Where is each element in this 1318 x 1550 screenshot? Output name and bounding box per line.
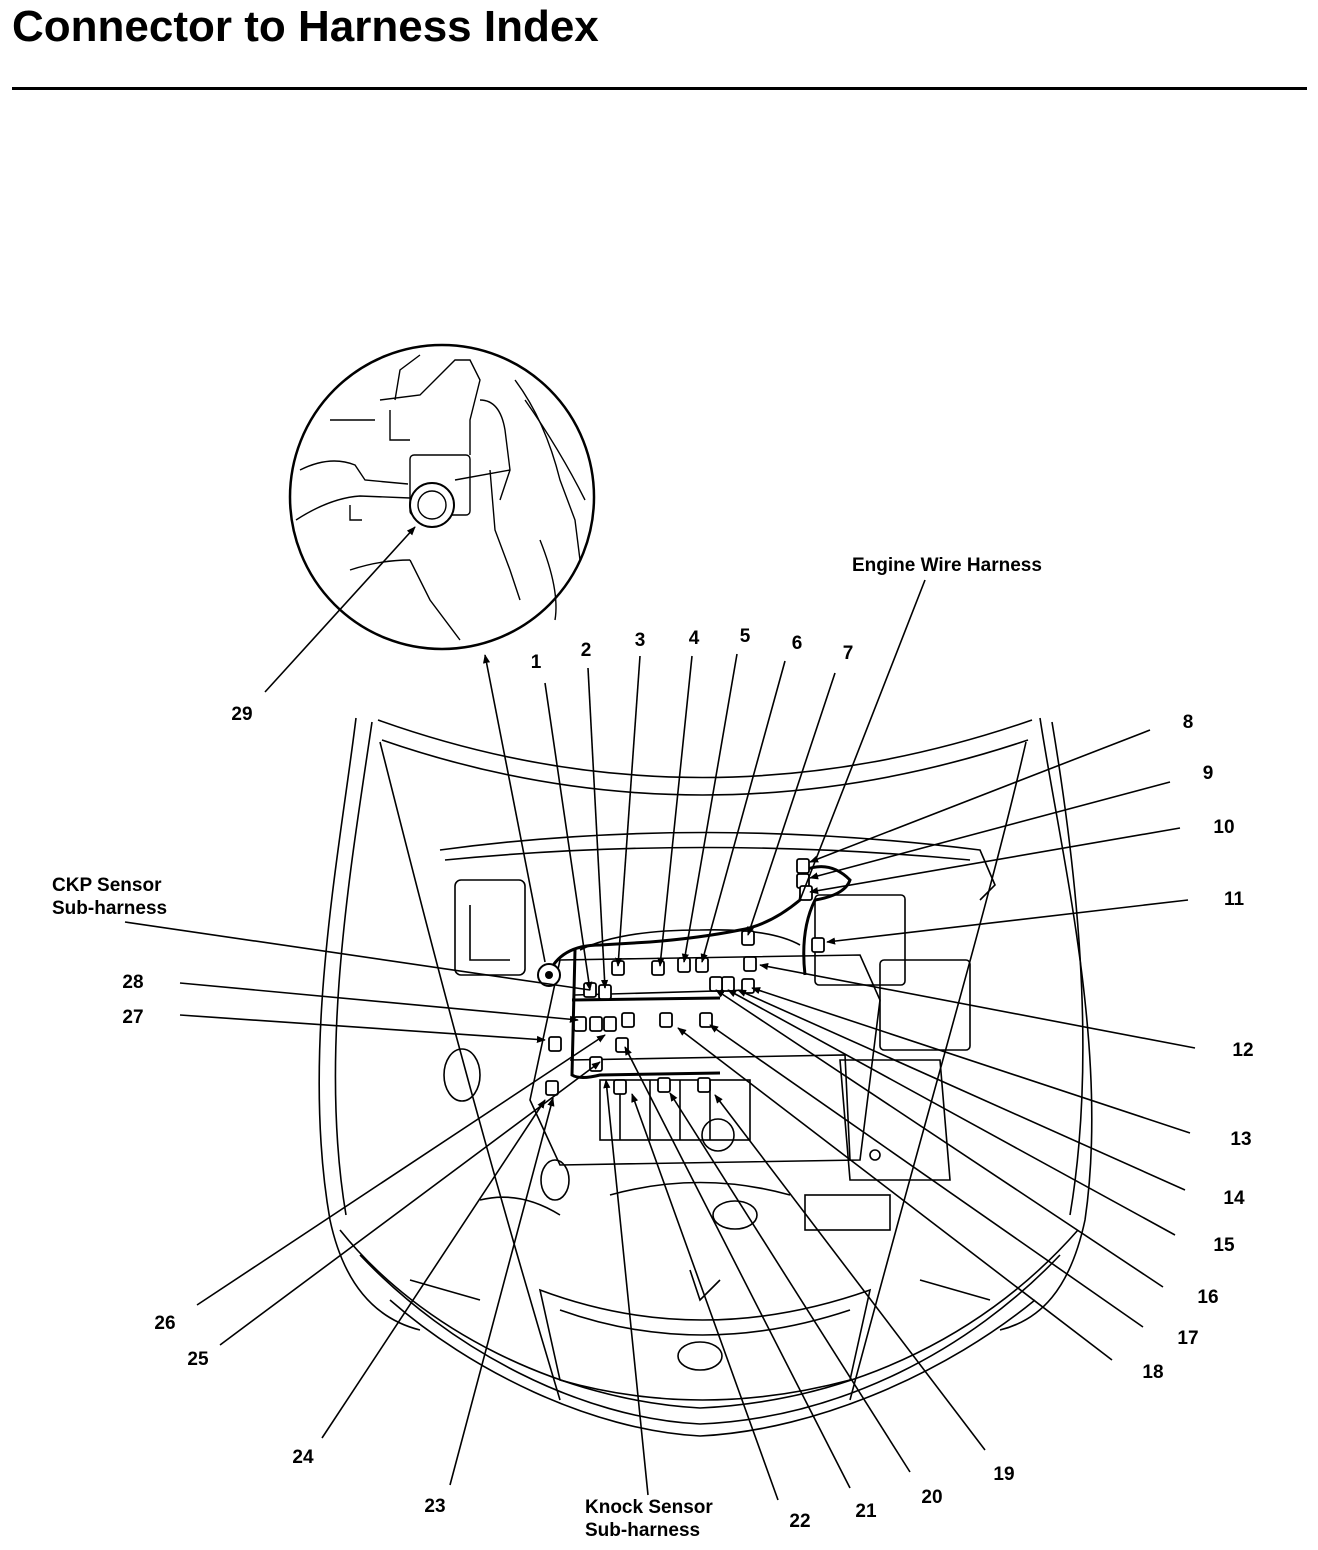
connector-shape: [659, 1012, 673, 1028]
detail-view-pointer-arrow: [483, 654, 546, 963]
callout-leader-29: [264, 526, 416, 693]
callout-leader-5: [681, 653, 738, 963]
callout-label-18: 18: [1142, 1362, 1163, 1383]
connector-shape: [697, 1077, 711, 1093]
page-title: Connector to Harness Index: [12, 2, 599, 51]
ckp-sensor-label-line2: Sub-harness: [52, 898, 167, 919]
connector-shape: [796, 858, 810, 874]
callout-label-26: 26: [154, 1313, 175, 1334]
connector-shape: [545, 1080, 559, 1096]
callout-label-27: 27: [122, 1007, 143, 1028]
connector-shape: [651, 960, 665, 976]
vehicle-outline: [318, 717, 1093, 1437]
callout-leader-1: [544, 682, 593, 991]
knock-sensor-label-line1: Knock Sensor: [585, 1497, 713, 1518]
callout-leader-22: [631, 1093, 779, 1501]
callout-leader-24: [321, 1099, 546, 1439]
connector-shape: [799, 885, 813, 901]
callout-label-13: 13: [1230, 1129, 1251, 1150]
callout-leader-27: [179, 1014, 546, 1044]
engine-wire-harness-label: Engine Wire Harness: [852, 555, 1042, 576]
callout-leader-13: [751, 987, 1191, 1134]
callout-label-10: 10: [1213, 817, 1234, 838]
callout-leader-25: [219, 1061, 601, 1346]
connector-shape: [613, 1079, 627, 1095]
callout-label-19: 19: [993, 1464, 1014, 1485]
callout-label-20: 20: [921, 1487, 942, 1508]
callout-leader-28: [179, 982, 579, 1023]
callout-leader-16: [715, 989, 1164, 1288]
ckp-sensor-label-line1: CKP Sensor: [52, 875, 162, 896]
callout-leader-4: [657, 655, 693, 967]
connector-shape: [741, 978, 755, 994]
callout-label-24: 24: [292, 1447, 314, 1468]
callout-leader-23: [449, 1097, 555, 1486]
callout-label-8: 8: [1183, 712, 1194, 733]
callout-label-15: 15: [1213, 1235, 1235, 1256]
connector-group: [545, 858, 825, 1096]
ckp-sub-harness-leader: [124, 921, 591, 991]
callout-label-25: 25: [187, 1349, 209, 1370]
callout-leader-11: [826, 899, 1189, 945]
callout-label-9: 9: [1203, 763, 1214, 784]
callout-label-4: 4: [689, 628, 700, 649]
callout-label-7: 7: [843, 643, 854, 664]
callout-leader-17: [709, 1024, 1144, 1328]
connector-shape: [603, 1016, 617, 1032]
engine-wire-harness-path: [546, 865, 852, 1079]
connector-shape: [721, 976, 735, 992]
callout-label-29: 29: [231, 704, 252, 725]
callout-leader-15: [727, 989, 1176, 1236]
callout-label-2: 2: [581, 640, 592, 661]
callout-leader-14: [737, 989, 1186, 1191]
callout-leader-3: [614, 655, 641, 967]
knock-sensor-leader: [603, 1079, 649, 1496]
callout-label-5: 5: [740, 626, 751, 647]
callout-leader-19: [714, 1094, 986, 1451]
callout-leader-8: [809, 729, 1151, 863]
callout-leader-12: [759, 962, 1196, 1049]
callout-label-6: 6: [792, 633, 803, 654]
callout-label-28: 28: [122, 972, 143, 993]
callout-label-3: 3: [635, 630, 646, 651]
callout-leader-2: [587, 667, 609, 989]
callout-leader-lines: [124, 526, 1196, 1501]
connector-shape: [743, 956, 757, 972]
callout-label-12: 12: [1232, 1040, 1253, 1061]
connector-shape: [621, 1012, 635, 1028]
callout-leader-20: [669, 1092, 911, 1473]
connector-shape: [699, 1012, 713, 1028]
callout-leader-6: [700, 660, 786, 963]
callout-label-1: 1: [531, 652, 542, 673]
knock-sensor-label-line2: Sub-harness: [585, 1520, 700, 1541]
callout-label-17: 17: [1177, 1328, 1198, 1349]
detail-view-circle: [288, 343, 596, 651]
callout-label-14: 14: [1223, 1188, 1245, 1209]
callout-label-21: 21: [855, 1501, 877, 1522]
callout-label-23: 23: [424, 1496, 445, 1517]
callout-label-16: 16: [1197, 1287, 1218, 1308]
callout-leader-18: [677, 1027, 1113, 1361]
connector-shape: [548, 1036, 562, 1052]
ckp-sensor-location: [537, 963, 561, 987]
callout-leader-9: [809, 781, 1171, 880]
callout-leader-21: [624, 1046, 851, 1489]
callout-label-11: 11: [1224, 889, 1245, 910]
title-rule: [12, 87, 1307, 90]
connector-shape: [811, 937, 825, 953]
engine-harness-leader: [799, 579, 926, 901]
connector-shape: [589, 1016, 603, 1032]
connector-shape: [657, 1077, 671, 1093]
callout-leader-26: [196, 1034, 606, 1306]
connector-shape: [709, 976, 723, 992]
callout-leader-10: [809, 827, 1181, 895]
callout-leader-7: [747, 672, 836, 936]
callout-label-22: 22: [789, 1511, 810, 1532]
